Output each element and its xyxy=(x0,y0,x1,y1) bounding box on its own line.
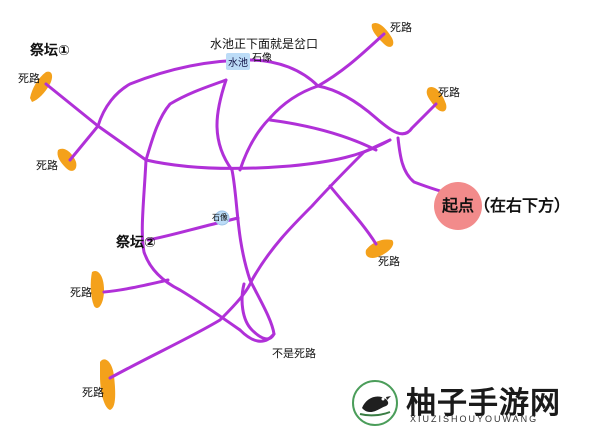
watermark-title: 柚子手游网 xyxy=(406,386,561,421)
dead-end-label-midright: 死路 xyxy=(378,255,400,268)
dead-end-marker-left2 xyxy=(57,148,77,171)
road-top-right xyxy=(316,32,386,88)
road-altar2-loop xyxy=(140,158,242,332)
road-right-top xyxy=(316,84,438,136)
dead-end-label-topright: 死路 xyxy=(390,21,412,34)
road-upper-cross xyxy=(268,118,378,152)
bird-logo-icon xyxy=(352,380,398,426)
road-left-diagonal xyxy=(44,82,148,162)
start-marker[interactable] xyxy=(434,182,482,230)
dead-end-marker-left1 xyxy=(30,71,53,102)
road-left-lower xyxy=(68,124,100,162)
statue-mid-label: 石像 xyxy=(212,213,228,222)
altar1-label: 祭坛① xyxy=(30,43,70,59)
pool-label: 水池 xyxy=(226,53,250,70)
dead-end-marker-right xyxy=(426,86,447,112)
dead-end-label-bottomleft: 死路 xyxy=(82,386,104,399)
road-right-diagonal xyxy=(250,138,392,282)
not-dead-end-label: 不是死路 xyxy=(272,347,316,360)
dead-end-marker-midright xyxy=(365,239,394,258)
statue-marker xyxy=(214,210,230,226)
road-to-deadend-altar2 xyxy=(102,278,170,294)
dead-end-marker-altar2 xyxy=(90,270,104,309)
road-center-horizontal xyxy=(144,138,392,170)
dead-end-label-altar2: 死路 xyxy=(70,286,92,299)
altar2-label: 祭坛② xyxy=(116,235,156,251)
start-label: 起点（在右下方） xyxy=(442,196,571,215)
road-network xyxy=(44,32,454,380)
dead-end-marker-bottomleft xyxy=(100,359,116,410)
road-left-upper xyxy=(96,58,320,128)
dead-end-label-right: 死路 xyxy=(438,86,460,99)
road-start-link xyxy=(396,136,454,196)
road-to-bottomleft xyxy=(108,278,254,380)
road-upper-link xyxy=(238,84,320,172)
road-central-spine xyxy=(215,78,276,341)
dead-end-label-left2: 死路 xyxy=(36,159,58,172)
dead-end-label-left1: 死路 xyxy=(18,72,40,85)
watermark-subtitle: XIUZISHOUYOUWANG xyxy=(410,414,539,424)
road-lower-right xyxy=(328,184,378,246)
statue-top-label: 石像 xyxy=(252,53,272,64)
pool-note-label: 水池正下面就是岔口 xyxy=(210,37,319,51)
road-bottom xyxy=(238,328,276,343)
road-left-vertical xyxy=(144,78,228,162)
